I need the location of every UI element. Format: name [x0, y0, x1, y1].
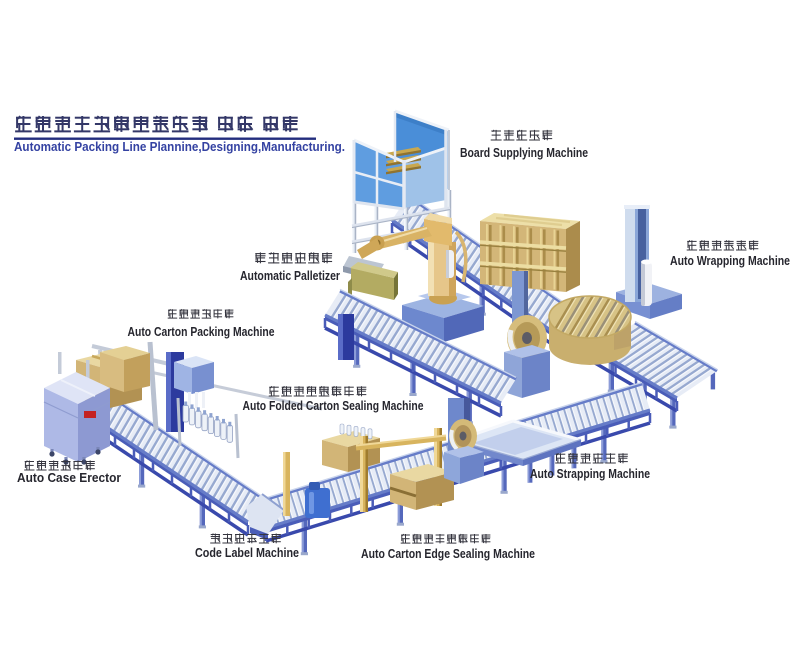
svg-text:Auto Carton Packing Machine: Auto Carton Packing Machine — [128, 324, 275, 339]
svg-text:Automatic Palletizer: Automatic Palletizer — [240, 268, 340, 283]
svg-text:Board Supplying Machine: Board Supplying Machine — [460, 145, 588, 160]
svg-text:Auto Strapping Machine: Auto Strapping Machine — [530, 466, 650, 481]
svg-text:Auto Folded Carton Sealing Mac: Auto Folded Carton Sealing Machine — [243, 398, 424, 413]
svg-text:Automatic Packing Line Plannin: Automatic Packing Line Plannine,Designin… — [14, 140, 345, 154]
svg-text:Auto Carton Edge Sealing Machi: Auto Carton Edge Sealing Machine — [361, 546, 535, 561]
svg-text:Code Label Machine: Code Label Machine — [195, 545, 299, 560]
svg-text:Auto Wrapping Machine: Auto Wrapping Machine — [670, 253, 790, 268]
svg-text:Auto Case Erector: Auto Case Erector — [17, 470, 121, 485]
